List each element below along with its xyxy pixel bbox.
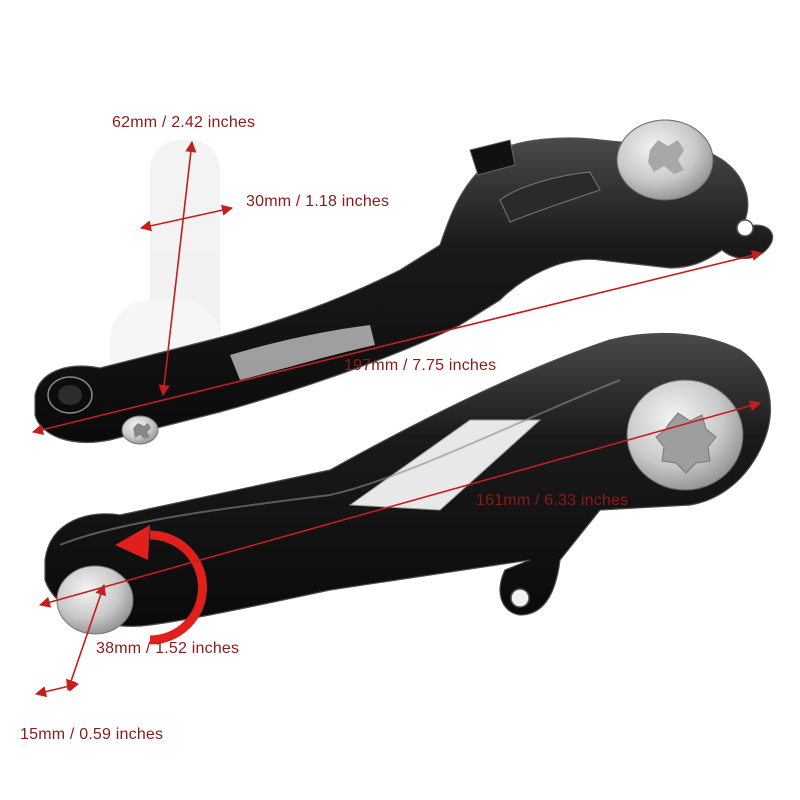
dimension-label-thickness: 15mm / 0.59 inches [20,726,164,743]
dimension-arrows [31,140,764,698]
dimension-label-length-upper: 197mm / 7.75 inches [344,357,497,374]
arrow-thickness [34,680,80,698]
arrow-length-lower [38,400,762,608]
arrow-pivot [65,583,107,692]
dimension-label-length-lower: 161mm / 6.33 inches [476,492,629,509]
dimension-label-height: 62mm / 2.42 inches [112,114,256,131]
dimension-label-width: 30mm / 1.18 inches [246,193,390,210]
dimension-label-pivot: 38mm / 1.52 inches [96,640,240,657]
small-screw [121,415,159,445]
arrow-width [139,204,234,232]
